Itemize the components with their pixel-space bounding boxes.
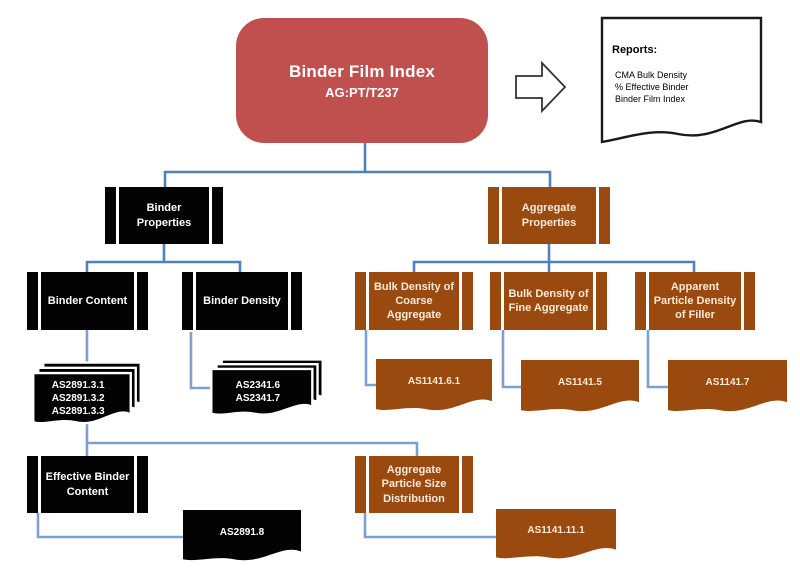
doc-particle-size-standard: AS1141.11.1 [495,508,617,564]
reports-heading: Reports: [612,44,658,56]
node-label: Effective Binder Content [45,471,130,498]
doc-stack-binder-content-standards: AS2891.3.1 AS2891.3.2 AS2891.3.3 [32,361,142,429]
report-item: % Effective Binder [615,82,689,92]
node-aggregate-particle-size-distribution: Aggregate Particle Size Distribution [355,456,473,513]
node-binder-content: Binder Content [27,272,148,330]
node-binder-density: Binder Density [182,272,302,330]
document-connector-lines [36,330,668,539]
doc-standard: AS2341.7 [235,393,281,405]
node-binder-film-index: Binder Film Index AG:PT/T237 [236,18,488,143]
node-apparent-particle-density-filler: Apparent Particle Density of Filler [635,272,755,330]
doc-stack-binder-density-standards: AS2341.6 AS2341.7 [210,358,324,420]
node-label: Aggregate Particle Size Distribution [381,464,447,505]
node-aggregate-properties: Aggregate Properties [488,187,610,244]
node-label: Binder Properties [136,202,192,229]
doc-fine-aggregate-standard: AS1141.5 [520,359,640,417]
report-item: CMA Bulk Density [615,70,688,80]
node-label: Binder Content [47,294,128,307]
doc-standard: AS2341.6 [235,379,281,391]
doc-standard: AS2891.8 [219,526,265,538]
tree-connector-lines [85,143,696,272]
document-icon [521,360,639,412]
report-item: Binder Film Index [615,94,686,104]
node-effective-binder-content: Effective Binder Content [27,456,148,513]
multi-document-icon [210,358,324,420]
document-outline-icon [600,16,763,152]
reports-document: Reports: CMA Bulk Density % Effective Bi… [600,16,763,152]
node-bulk-density-coarse-aggregate: Bulk Density of Coarse Aggregate [355,272,473,330]
node-binder-properties: Binder Properties [105,187,223,244]
node-bulk-density-fine-aggregate: Bulk Density of Fine Aggregate [490,272,607,330]
root-standard: AG:PT/T237 [325,84,399,100]
node-label: Aggregate Properties [521,202,577,229]
document-icon [668,360,787,412]
multi-document-icon [32,361,142,429]
node-label: Apparent Particle Density of Filler [653,280,737,322]
document-icon [375,359,493,411]
doc-filler-standard: AS1141.7 [667,359,788,417]
document-icon [496,509,616,559]
doc-standard: AS1141.6.1 [407,376,461,388]
doc-standard: AS1141.5 [558,377,602,389]
right-arrow-icon [515,60,567,114]
doc-standard: AS1141.7 [705,377,750,389]
doc-standard: AS1141.11.1 [527,525,585,537]
doc-standard: AS2891.3.3 [51,405,105,417]
doc-effective-binder-standard: AS2891.8 [182,509,302,566]
doc-coarse-aggregate-standard: AS1141.6.1 [375,358,493,416]
doc-standard: AS2891.3.1 [51,379,105,391]
document-icon [183,510,301,561]
root-title: Binder Film Index [288,61,436,81]
doc-standard: AS2891.3.2 [51,392,105,404]
node-label: Binder Density [203,294,281,307]
node-label: Bulk Density of Fine Aggregate [508,287,589,314]
node-label: Bulk Density of Coarse Aggregate [373,280,455,322]
